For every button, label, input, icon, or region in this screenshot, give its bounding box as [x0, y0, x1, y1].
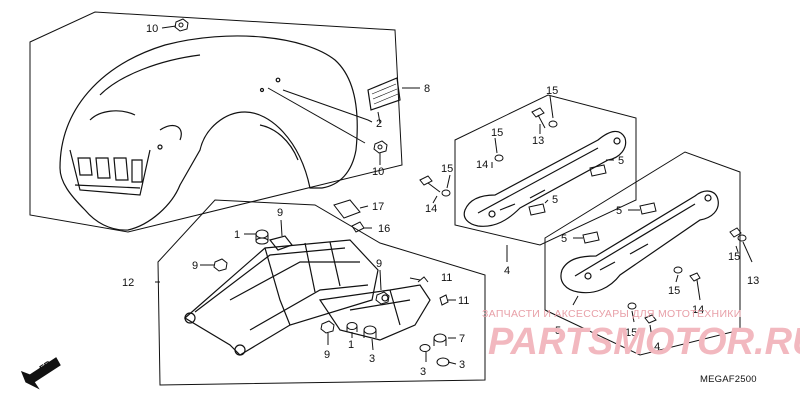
bolt-14-d: [644, 314, 657, 324]
callout-5-d: 5: [561, 233, 567, 245]
callout-1-a: 1: [234, 229, 240, 241]
callout-1-b: 1: [348, 339, 354, 351]
callout-9-c: 9: [376, 258, 382, 270]
watermark-tagline: ЗАПЧАСТИ И АКСЕССУАРЫ ДЛЯ МОТОТЕХНИКИ: [482, 308, 742, 320]
callout-5-b: 5: [552, 194, 558, 206]
callout-14-a: 14: [476, 159, 488, 171]
callout-15-f: 15: [625, 327, 637, 339]
callout-9-d: 9: [324, 349, 330, 361]
panel-rail-upper: [454, 94, 637, 246]
bushing-3-b: [433, 333, 447, 346]
frame-part: [183, 235, 431, 356]
callout-17: 17: [372, 201, 384, 213]
spacer-5-c: [639, 202, 657, 215]
front-direction-arrow: [20, 357, 61, 390]
bolt-13-b: [729, 227, 753, 263]
bolt-16: [351, 221, 365, 233]
callout-14-b: 14: [425, 203, 437, 215]
callout-3-a: 3: [369, 353, 375, 365]
washer-15-b: [494, 154, 504, 162]
panel-rear-fender: [29, 11, 403, 233]
callout-4: 4: [504, 265, 510, 277]
spacer-5-a: [589, 164, 607, 177]
diagram-code: MEGAF2500: [700, 374, 757, 385]
callout-11-b: 11: [458, 295, 469, 307]
washer-15-c: [441, 189, 451, 197]
callout-12: 12: [122, 277, 134, 289]
callout-3-b: 3: [420, 366, 426, 378]
nut-9-a: [213, 258, 228, 272]
bolt-13-a: [531, 107, 546, 129]
washer-15-a: [548, 120, 558, 128]
callout-5-a: 5: [618, 155, 624, 167]
callout-5-c: 5: [616, 205, 622, 217]
spacer-17: [333, 199, 361, 219]
callout-14-d: 14: [648, 341, 660, 353]
nut-9-c: [320, 320, 335, 334]
watermark-brand: PARTSMOTOR.RU: [488, 321, 800, 363]
callout-9-b: 9: [192, 260, 198, 272]
nut-10-lower: [373, 140, 388, 154]
callout-15-d: 15: [728, 251, 740, 263]
callout-13-a: 13: [532, 135, 544, 147]
bushing-3-c: [419, 344, 431, 352]
callout-10-lower: 10: [372, 166, 384, 178]
bushing-3-d: [436, 357, 450, 367]
nut-9-b: [375, 291, 390, 305]
clip-11-b: [439, 294, 449, 306]
spacer-5-d: [582, 231, 600, 244]
collar-1-top: [255, 229, 269, 245]
callout-16: 16: [378, 223, 390, 235]
rail-upper-part: [463, 130, 627, 227]
callout-15-e: 15: [668, 285, 680, 297]
nut-10-top: [174, 18, 189, 32]
washer-15-e: [673, 266, 683, 274]
panel-rail-lower: [544, 151, 741, 356]
clip-11-a: [417, 276, 429, 283]
callout-7: 7: [459, 333, 465, 345]
callout-15-a: 15: [546, 85, 558, 97]
rear-fender-part: [59, 35, 358, 231]
callout-15-c: 15: [441, 163, 453, 175]
callout-15-b: 15: [491, 127, 503, 139]
callout-11-a: 11: [441, 272, 452, 284]
callout-14-c: 14: [692, 304, 704, 316]
callout-9-a: 9: [277, 207, 283, 219]
callout-5-e: 5: [555, 325, 561, 337]
spacer-5-b: [528, 203, 546, 216]
washer-15-d: [737, 234, 747, 242]
bushing-3-a: [363, 325, 377, 338]
reflector-part: [367, 77, 401, 111]
callout-10-top: 10: [146, 23, 158, 35]
bolt-14-a: [419, 175, 441, 193]
rail-lower-part: [560, 190, 719, 294]
collar-1-bottom: [346, 322, 358, 332]
callout-13-b: 13: [747, 275, 759, 287]
callout-8: 8: [424, 83, 430, 95]
panel-frame: [157, 199, 486, 386]
bolt-14-c: [689, 272, 701, 301]
callout-3-c: 3: [459, 359, 465, 371]
washer-15-f: [627, 302, 637, 310]
callout-2: 2: [376, 118, 382, 130]
